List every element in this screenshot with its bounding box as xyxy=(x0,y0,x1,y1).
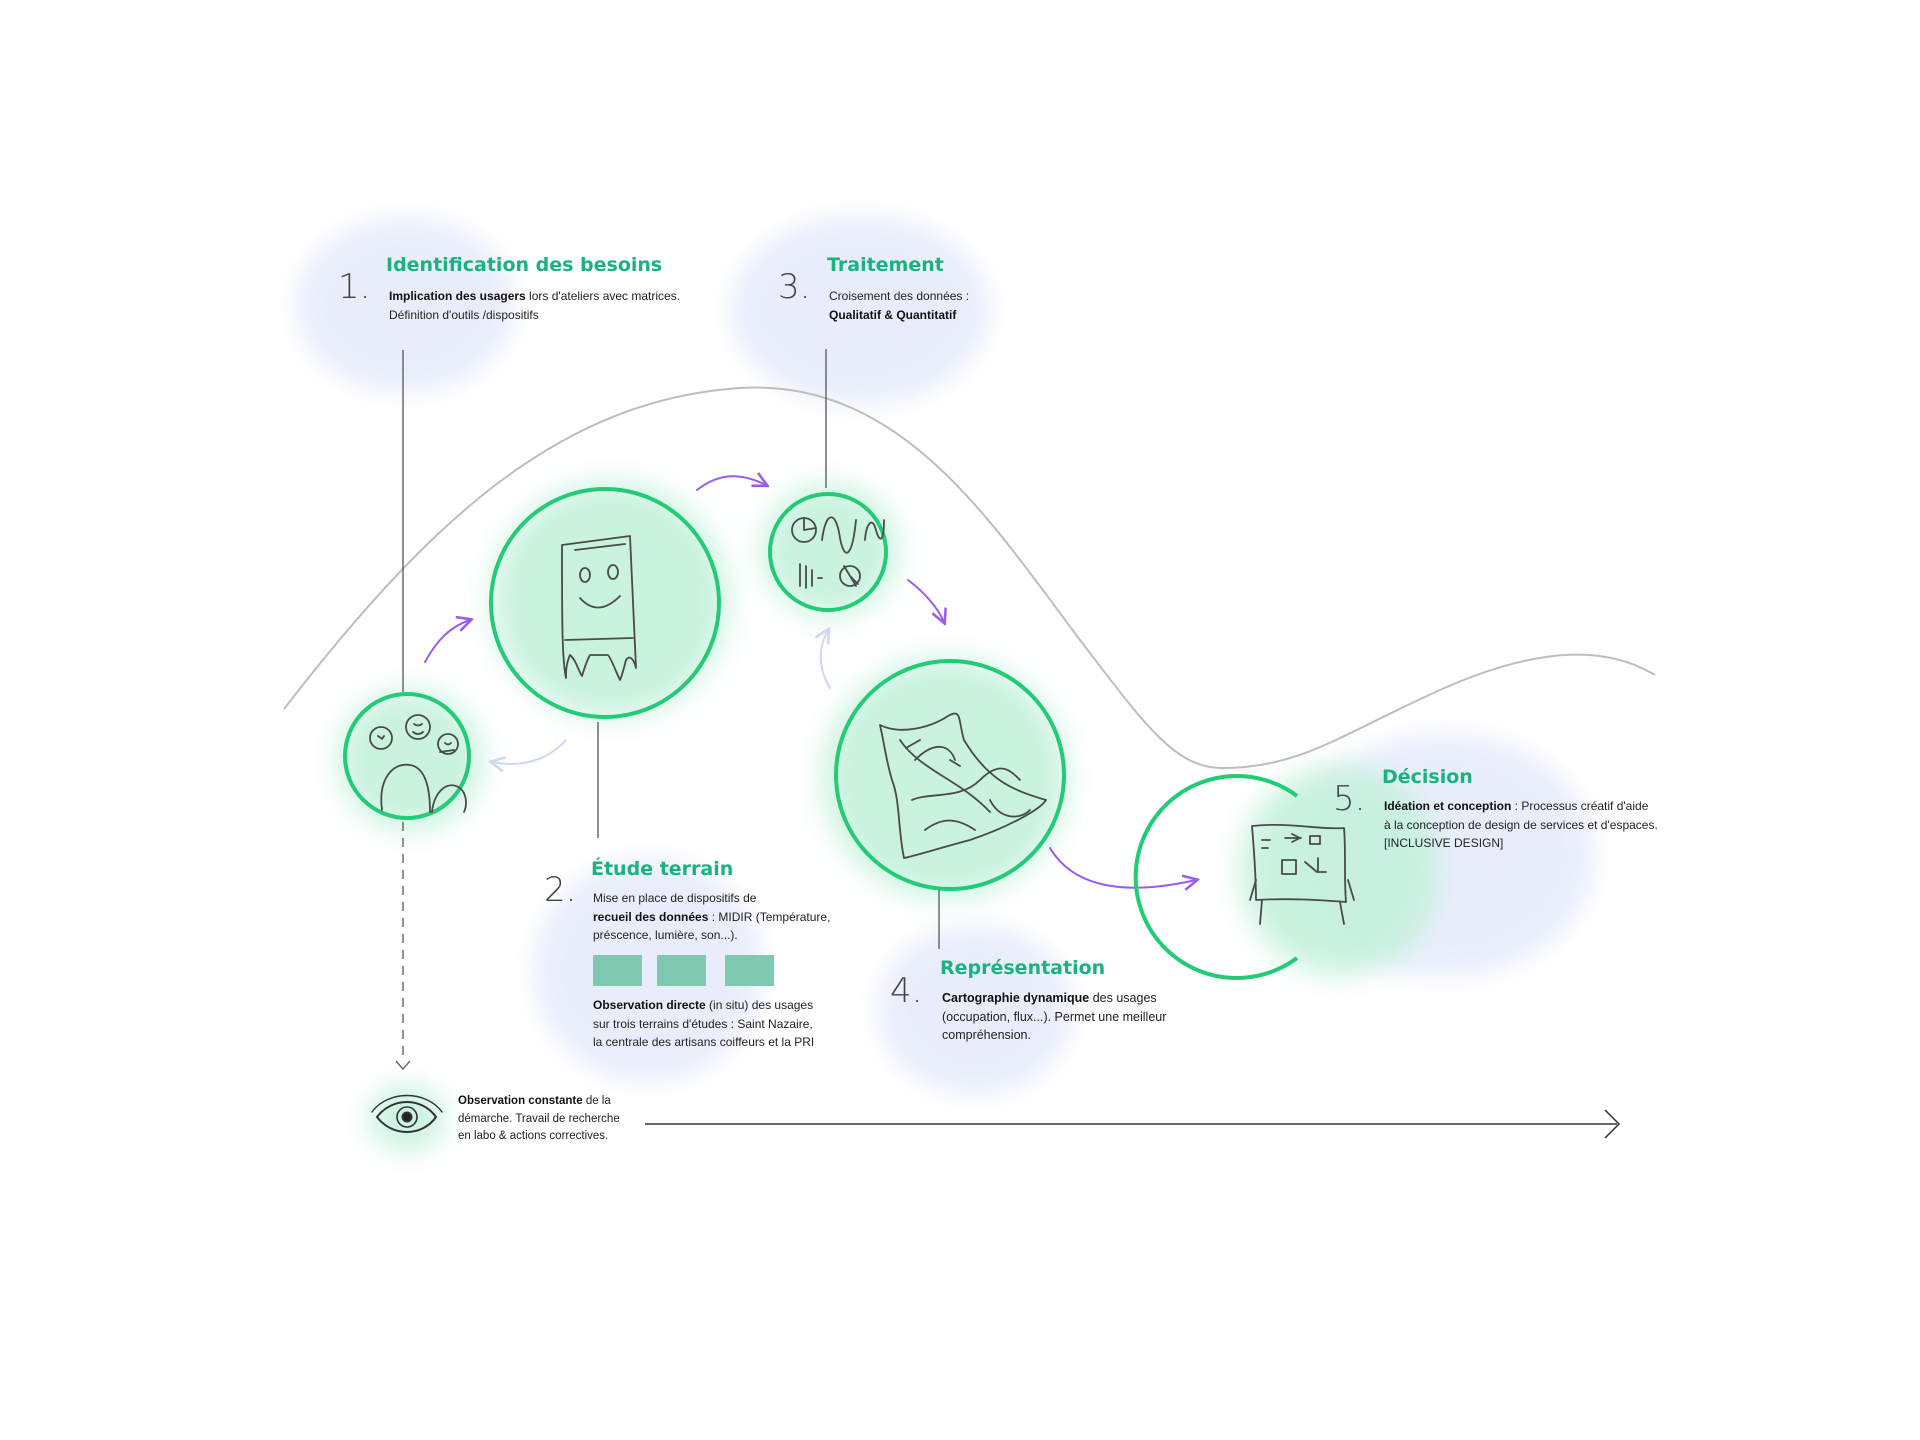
desc-line: recueil des données : MIDIR (Température… xyxy=(593,909,831,924)
smiling-card-sketch-icon xyxy=(561,535,637,681)
step-1-description: Implication des usagers lors d'ateliers … xyxy=(389,287,680,324)
desc-line: Croisement des données : xyxy=(829,289,970,303)
map-sketch-icon xyxy=(879,712,1047,859)
step-4-description: Cartographie dynamique des usages (occup… xyxy=(942,989,1166,1045)
desc-line: Définition d'outils /dispositifs xyxy=(389,307,539,322)
circle-step-2 xyxy=(489,487,721,719)
desc-line: Cartographie dynamique des usages xyxy=(942,991,1157,1005)
circle-step-1 xyxy=(343,692,471,820)
step-3-description: Croisement des données : Qualitatif & Qu… xyxy=(829,287,969,324)
step-1-number: 1. xyxy=(338,267,371,307)
desc-line: en labo & actions correctives. xyxy=(458,1130,609,1142)
desc-line: à la conception de design de services et… xyxy=(1384,817,1658,832)
timeline-arrow xyxy=(645,1109,1621,1139)
desc-line: la centrale des artisans coiffeurs et la… xyxy=(593,1035,815,1049)
eye-icon xyxy=(371,1094,443,1133)
step-2-number: 2. xyxy=(544,870,577,910)
desc-line: Implication des usagers lors d'ateliers … xyxy=(389,289,681,303)
desc-line: démarche. Travail de recherche xyxy=(458,1112,620,1125)
desc-line: Observation directe (in situ) des usages xyxy=(593,998,814,1012)
step-4-number: 4. xyxy=(890,971,923,1011)
field-swatch-3 xyxy=(725,955,774,986)
desc-line: (occupation, flux...). Permet une meille… xyxy=(942,1009,1167,1024)
people-sketch-icon xyxy=(369,714,467,813)
circle-step-4 xyxy=(834,659,1066,891)
flow-arrows xyxy=(424,476,1196,888)
step-3-number: 3. xyxy=(778,267,811,307)
step-1-title: Identification des besoins xyxy=(386,254,663,276)
desc-line: Idéation et conception : Processus créat… xyxy=(1384,799,1649,813)
circle-step-3 xyxy=(768,492,888,612)
circle-step-5 xyxy=(1133,774,1299,980)
charts-sketch-icon xyxy=(791,516,885,589)
field-swatch-1 xyxy=(593,955,642,986)
desc-line: Qualitatif & Quantitatif xyxy=(829,307,957,322)
step-2-observation-description: Observation directe (in situ) des usages… xyxy=(593,996,814,1052)
step-2-title: Étude terrain xyxy=(591,858,734,880)
step-2-description: Mise en place de dispositifs de recueil … xyxy=(593,889,830,945)
process-curve xyxy=(283,386,1656,770)
step-5-number: 5. xyxy=(1333,779,1366,819)
step-5-description: Idéation et conception : Processus créat… xyxy=(1384,797,1658,853)
desc-line: Observation constante de la xyxy=(458,1095,611,1107)
desc-line: préscence, lumière, son...). xyxy=(593,928,738,942)
watercolor-blobs xyxy=(295,215,1595,1095)
step-circles xyxy=(343,487,1299,980)
step-5-title: Décision xyxy=(1382,766,1473,788)
step-4-title: Représentation xyxy=(940,957,1106,979)
desc-line: [INCLUSIVE DESIGN] xyxy=(1384,836,1504,850)
step-3-title: Traitement xyxy=(827,254,944,276)
connector-lines xyxy=(395,349,940,1070)
board-sketch-icon xyxy=(1249,823,1355,925)
desc-line: Mise en place de dispositifs de xyxy=(593,891,757,905)
field-swatch-2 xyxy=(657,955,706,986)
desc-line: compréhension. xyxy=(942,1028,1031,1042)
desc-line: sur trois terrains d'études : Saint Naza… xyxy=(593,1016,813,1031)
observation-description: Observation constante de la démarche. Tr… xyxy=(458,1093,620,1146)
